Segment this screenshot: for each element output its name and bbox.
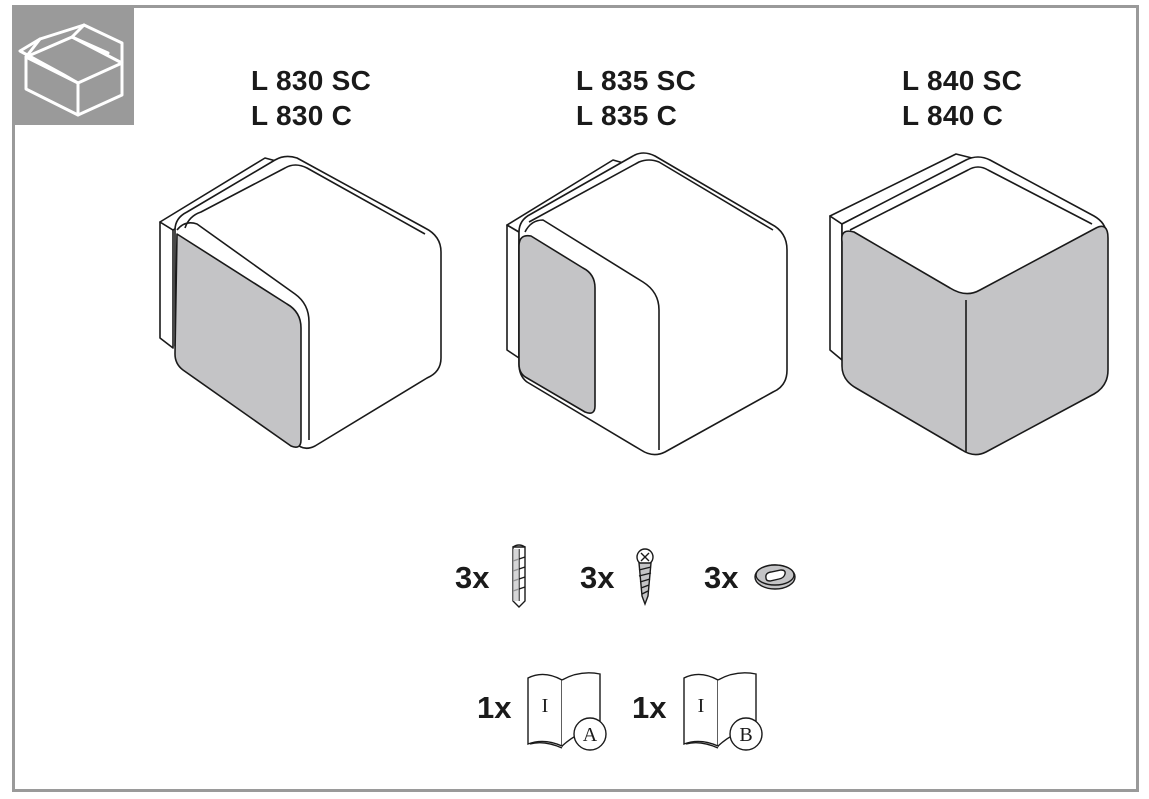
model-c-label: L 830 C — [251, 100, 353, 131]
manual-a-variant: A — [583, 724, 598, 746]
washer-qty: 3x — [704, 560, 739, 595]
cube-speaker-icon — [159, 155, 442, 450]
manual-b-variant: B — [739, 724, 752, 746]
product-model-3: L 840 SC L 840 C — [902, 63, 1022, 133]
manual-book-icon: I B — [683, 672, 763, 751]
manual-b-qty: 1x — [632, 690, 667, 725]
model-c-label: L 835 C — [576, 100, 678, 131]
model-sc-label: L 830 SC — [251, 65, 372, 96]
screw-icon — [636, 548, 654, 606]
page-frame — [12, 5, 1139, 792]
model-sc-label: L 835 SC — [576, 65, 697, 96]
package-contents-badge — [12, 5, 134, 125]
screw-qty: 3x — [580, 560, 615, 595]
manual-b-title: I — [698, 695, 705, 717]
cube-speaker-icon — [506, 152, 788, 456]
product-model-1: L 830 SC L 830 C — [251, 63, 371, 133]
product-model-2: L 835 SC L 835 C — [576, 63, 696, 133]
rubber-washer-icon — [754, 564, 796, 590]
manual-a-qty: 1x — [477, 690, 512, 725]
wall-plug-qty: 3x — [455, 560, 490, 595]
wall-plug-icon — [512, 544, 526, 608]
manual-a-title: I — [542, 695, 549, 717]
manual-book-icon: I A — [527, 672, 607, 751]
cube-speaker-icon — [829, 153, 1109, 456]
package-box-icon — [18, 23, 124, 117]
model-c-label: L 840 C — [902, 100, 1004, 131]
model-sc-label: L 840 SC — [902, 65, 1023, 96]
